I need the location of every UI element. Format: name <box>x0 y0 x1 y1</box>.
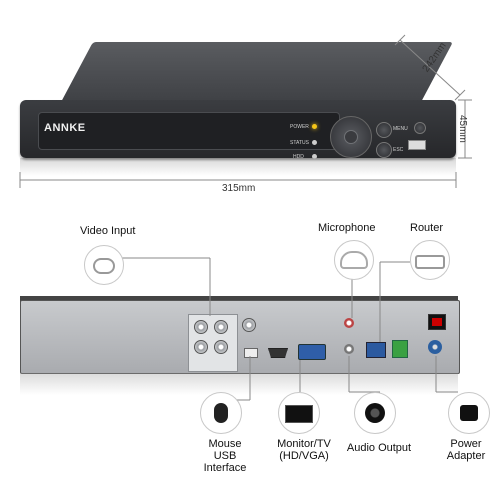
brand-logo: ANNKE <box>44 122 86 134</box>
hdd-led <box>312 154 317 159</box>
video-input-label: Video Input <box>80 225 136 237</box>
audio-output-label: Audio Output <box>346 442 412 454</box>
speaker-icon <box>354 392 396 434</box>
power-jack <box>428 340 442 354</box>
menu-button[interactable] <box>376 122 392 138</box>
mouse-icon <box>200 392 242 434</box>
front-usb-port <box>408 140 426 150</box>
audio-in-jack <box>344 318 354 328</box>
video-input-bnc-2 <box>214 320 228 334</box>
monitor-label: Monitor/TV (HD/VGA) <box>272 438 336 462</box>
power-button[interactable] <box>414 122 426 134</box>
power-switch <box>428 314 446 330</box>
status-led <box>312 140 317 145</box>
camera-icon <box>84 245 124 285</box>
dvr-back-panel <box>20 300 460 374</box>
menu-label: MENU <box>393 126 408 132</box>
monitor-icon <box>278 392 320 434</box>
microphone-icon <box>334 240 374 280</box>
video-out-bnc <box>242 318 256 332</box>
back-top-edge <box>20 296 458 302</box>
width-dimension: 315mm <box>222 183 256 194</box>
monitor-label-line2: (HD/VGA) <box>279 450 329 462</box>
dvr-reflection <box>20 158 456 176</box>
mouse-label-line1: Mouse <box>208 438 242 450</box>
vga-port <box>298 344 326 360</box>
lan-port <box>366 342 386 358</box>
rs485-port <box>392 340 408 358</box>
video-input-bnc-4 <box>214 340 228 354</box>
microphone-label: Microphone <box>318 222 376 234</box>
power-led <box>312 124 317 129</box>
audio-out-jack <box>344 344 354 354</box>
dvr-front-bezel <box>38 112 340 150</box>
mouse-label-line2: USB Interface <box>203 450 247 474</box>
video-input-bnc-1 <box>194 320 208 334</box>
power-adapter-label-line2: Adapter <box>446 450 486 462</box>
esc-label: ESC <box>393 147 404 153</box>
power-adapter-label-line1: Power <box>450 438 482 450</box>
power-label: POWER <box>290 124 309 130</box>
power-adapter-label: Power Adapter <box>440 438 492 462</box>
router-label: Router <box>410 222 444 234</box>
monitor-label-line1: Monitor/TV <box>277 438 331 450</box>
video-input-bnc-3 <box>194 340 208 354</box>
hdd-label: HDD <box>293 154 304 160</box>
power-adapter-icon <box>448 392 490 434</box>
usb-port <box>244 348 258 358</box>
router-icon <box>410 240 450 280</box>
mouse-usb-label: Mouse USB Interface <box>193 438 257 474</box>
esc-button[interactable] <box>376 142 392 158</box>
dpad-center-button[interactable] <box>344 130 358 144</box>
status-label: STATUS <box>290 140 309 146</box>
